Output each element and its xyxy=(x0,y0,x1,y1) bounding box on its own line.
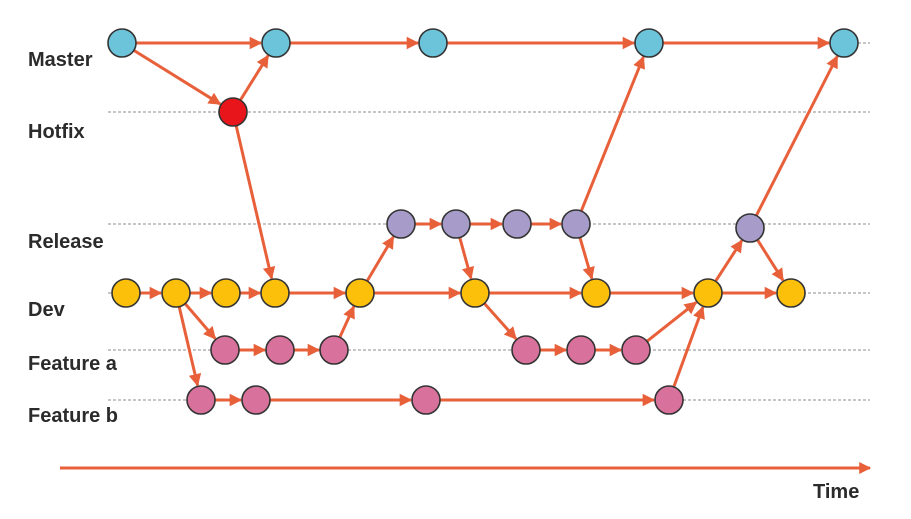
edge-d6-to-fa4 xyxy=(483,302,518,340)
commit-feature-b-fb2 xyxy=(241,385,271,415)
lane-label-master: Master xyxy=(28,49,93,71)
commit-dev-d9 xyxy=(776,278,806,308)
commit-master-m3 xyxy=(418,28,448,58)
commit-feature-a-fa4 xyxy=(511,335,541,365)
commit-feature-a-fa3 xyxy=(319,335,349,365)
edge-r2-to-d6 xyxy=(458,237,475,280)
edge-r5-to-d9 xyxy=(756,239,785,282)
commit-master-m4 xyxy=(634,28,664,58)
commit-nodes xyxy=(107,28,859,415)
edge-r5-to-m5 xyxy=(755,55,839,217)
commit-release-r1 xyxy=(386,209,416,239)
commit-release-r2 xyxy=(441,209,471,239)
commit-feature-b-fb4 xyxy=(654,385,684,415)
commit-feature-a-fa5 xyxy=(566,335,596,365)
time-axis: Time xyxy=(60,462,872,503)
commit-master-m1 xyxy=(107,28,137,58)
edge-d2-to-fa1 xyxy=(183,302,217,340)
lane-label-hotfix: Hotfix xyxy=(28,121,85,143)
commit-release-r4 xyxy=(561,209,591,239)
edge-fa6-to-d8 xyxy=(646,301,698,343)
lane-label-feature-b: Feature b xyxy=(28,405,118,427)
commit-dev-d4 xyxy=(260,278,290,308)
edge-d8-to-r5 xyxy=(714,239,744,283)
commit-feature-b-fb3 xyxy=(411,385,441,415)
edge-r4-to-m4 xyxy=(579,55,645,212)
edge-d2-to-fb1 xyxy=(177,306,202,387)
edge-fb4-to-d8 xyxy=(672,305,705,388)
commit-dev-d3 xyxy=(211,278,241,308)
commit-dev-d8 xyxy=(693,278,723,308)
lane-label-feature-a: Feature a xyxy=(28,353,118,375)
commit-edges xyxy=(133,36,839,407)
commit-dev-d1 xyxy=(111,278,141,308)
time-label: Time xyxy=(813,481,859,503)
lane-label-dev: Dev xyxy=(28,299,66,321)
commit-dev-d7 xyxy=(581,278,611,308)
commit-feature-a-fa1 xyxy=(210,335,240,365)
commit-feature-a-fa6 xyxy=(621,335,651,365)
edge-r4-to-d7 xyxy=(578,237,595,280)
commit-feature-a-fa2 xyxy=(265,335,295,365)
commit-dev-d2 xyxy=(161,278,191,308)
edge-fa3-to-d5 xyxy=(338,305,356,338)
edge-d5-to-r1 xyxy=(365,235,395,282)
edge-h1-to-d4 xyxy=(234,125,276,280)
commit-dev-d6 xyxy=(460,278,490,308)
commit-master-m2 xyxy=(261,28,291,58)
commit-master-m5 xyxy=(829,28,859,58)
commit-release-r5 xyxy=(735,213,765,243)
lane-label-release: Release xyxy=(28,231,104,253)
edge-m1-to-h1 xyxy=(133,49,222,106)
commit-release-r3 xyxy=(502,209,532,239)
edge-h1-to-m2 xyxy=(239,54,270,101)
commit-hotfix-h1 xyxy=(218,97,248,127)
commit-dev-d5 xyxy=(345,278,375,308)
lane-labels: Master Hotfix Release Dev Feature a Feat… xyxy=(28,49,118,427)
commit-feature-b-fb1 xyxy=(186,385,216,415)
